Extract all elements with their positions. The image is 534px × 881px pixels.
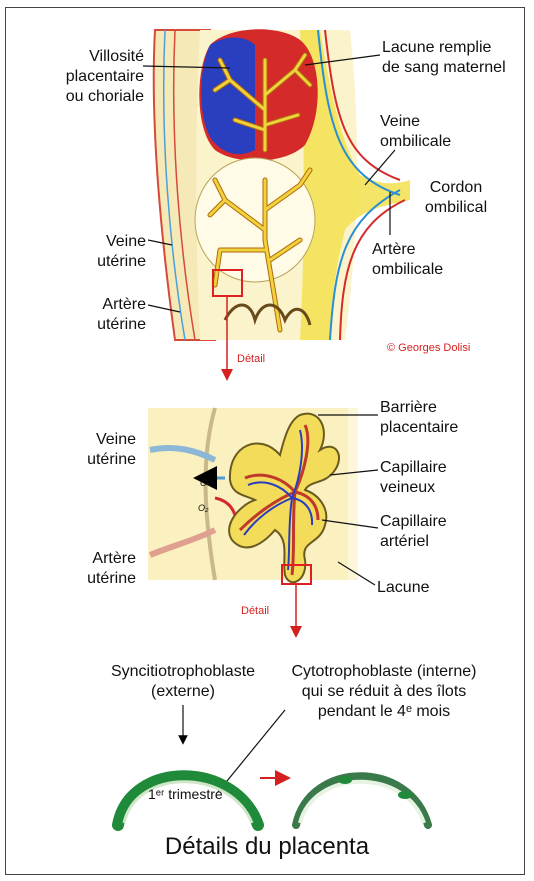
- label-o2: O₂: [198, 503, 208, 513]
- label-co2: CO₂: [200, 478, 217, 488]
- middle-villus-section: [148, 408, 358, 632]
- top-placenta-section: [154, 29, 410, 375]
- label-syncitiotrophoblaste: Syncitiotrophoblaste(externe): [78, 662, 288, 702]
- label-lacune: Lacune: [377, 578, 430, 598]
- label-cytotrophoblaste: Cytotrophoblaste (interne)qui se réduit …: [270, 662, 498, 722]
- trophoblast-section: [118, 705, 428, 825]
- label-premier-trimestre: 1ᵉʳ trimestre: [148, 784, 223, 804]
- detail-label-top: Détail: [237, 349, 265, 369]
- figure-title: Détails du placenta: [0, 833, 534, 861]
- detail-label-middle: Détail: [241, 601, 269, 621]
- credit-text: © Georges Dolisi: [387, 338, 470, 358]
